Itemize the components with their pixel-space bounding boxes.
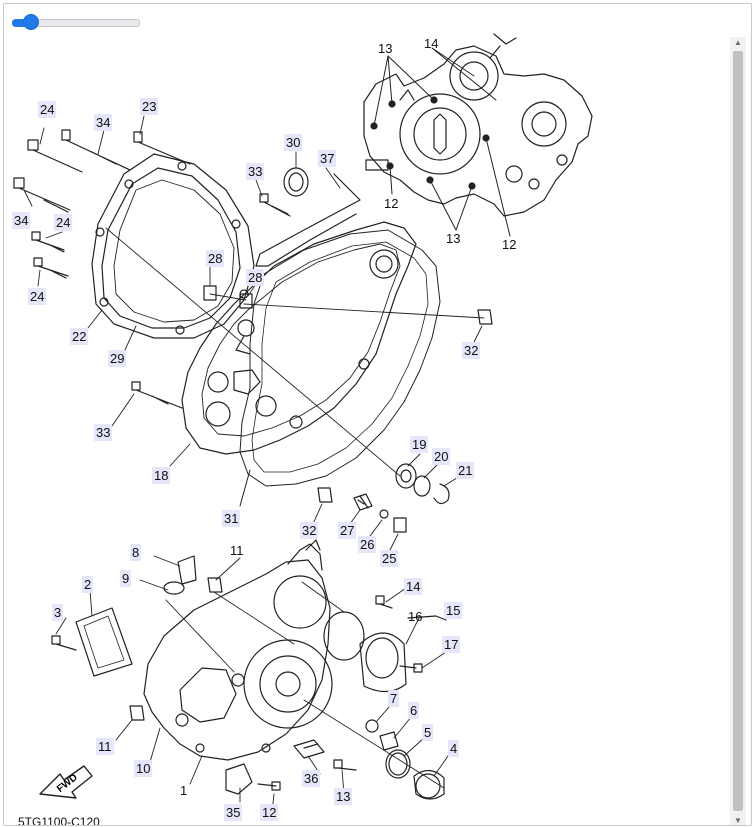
callout-15[interactable]: 15	[444, 602, 463, 619]
callout-13-lower[interactable]: 13	[334, 788, 353, 805]
callout-5[interactable]: 5	[422, 724, 434, 741]
through-bolt	[105, 227, 485, 477]
parts-diagram: 24 23 34 30 37 33 34 24 24 28 28 22 29 1…	[4, 4, 728, 825]
callout-10[interactable]: 10	[134, 760, 153, 777]
oil-plug-parts	[129, 555, 295, 721]
pump-cover-parts	[301, 581, 447, 693]
callout-33-upper[interactable]: 33	[246, 163, 265, 180]
callout-32-right[interactable]: 32	[462, 342, 481, 359]
callout-30[interactable]: 30	[284, 134, 303, 151]
callout-6[interactable]: 6	[408, 702, 420, 719]
diagram-viewer: 24 23 34 30 37 33 34 24 24 28 28 22 29 1…	[3, 3, 752, 826]
clutch-cover-outer	[91, 153, 255, 339]
vertical-scrollbar[interactable]: ▲ ▼	[730, 37, 746, 825]
callout-20[interactable]: 20	[432, 448, 451, 465]
callout-24-middle[interactable]: 24	[54, 214, 73, 231]
callout-19[interactable]: 19	[410, 436, 429, 453]
callout-26[interactable]: 26	[358, 536, 377, 553]
shaft-seal-parts	[317, 309, 493, 533]
callout-34-upper[interactable]: 34	[94, 114, 113, 131]
callout-27[interactable]: 27	[338, 522, 357, 539]
callout-14-top[interactable]: 14	[424, 36, 439, 51]
callout-8[interactable]: 8	[130, 544, 142, 561]
zoom-slider-thumb[interactable]	[23, 14, 40, 30]
catalog-code: 5TG1100-C120	[18, 815, 100, 826]
callout-24-upper[interactable]: 24	[38, 101, 57, 118]
callout-12-right[interactable]: 12	[502, 237, 517, 252]
drain-plug-parts	[303, 699, 445, 800]
zoom-slider[interactable]	[8, 12, 140, 32]
crankcase-cover-outer	[143, 539, 333, 761]
callout-31[interactable]: 31	[222, 510, 241, 527]
callout-2[interactable]: 2	[82, 576, 94, 593]
callout-23[interactable]: 23	[140, 98, 159, 115]
forward-arrow-icon	[39, 765, 93, 799]
callout-17[interactable]: 17	[442, 636, 461, 653]
callout-13-top[interactable]: 13	[378, 41, 393, 56]
callout-32-lower[interactable]: 32	[300, 522, 319, 539]
leader-lines	[23, 115, 483, 813]
exploded-view-drawing	[13, 33, 593, 813]
callout-3[interactable]: 3	[52, 604, 64, 621]
crankcase-gasket	[239, 229, 441, 507]
callout-11-lower[interactable]: 11	[96, 738, 114, 755]
small-gasket	[51, 607, 133, 677]
callout-7[interactable]: 7	[388, 690, 400, 707]
callout-35[interactable]: 35	[224, 804, 243, 821]
callout-9[interactable]: 9	[120, 570, 132, 587]
callout-16[interactable]: 16	[408, 609, 423, 624]
callout-1[interactable]: 1	[180, 783, 188, 798]
scroll-down-arrow-icon[interactable]: ▼	[734, 816, 742, 825]
callout-28-upper[interactable]: 28	[206, 250, 225, 267]
callout-12-reference[interactable]: 12	[384, 196, 399, 211]
callout-18[interactable]: 18	[152, 467, 171, 484]
callout-24-lower[interactable]: 24	[28, 288, 47, 305]
zoom-slider-fill	[12, 19, 32, 27]
callout-36[interactable]: 36	[302, 770, 321, 787]
cover-bolts	[13, 129, 191, 279]
callout-34-left[interactable]: 34	[12, 212, 31, 229]
crankcase-reference	[363, 33, 593, 237]
callout-29[interactable]: 29	[108, 350, 127, 367]
callout-22[interactable]: 22	[70, 328, 89, 345]
callout-33-lower[interactable]: 33	[94, 424, 113, 441]
callout-12-lower[interactable]: 12	[260, 804, 279, 821]
crankcase-cover-inner	[181, 221, 417, 455]
callout-25[interactable]: 25	[380, 550, 399, 567]
callout-14-lower[interactable]: 14	[404, 578, 423, 595]
scroll-up-arrow-icon[interactable]: ▲	[734, 38, 742, 47]
callout-13-reference[interactable]: 13	[446, 231, 461, 246]
callout-11-upper[interactable]: 11	[230, 543, 244, 558]
seal-and-clamp	[255, 167, 361, 267]
clip-bracket-parts	[225, 739, 357, 795]
callout-4[interactable]: 4	[448, 740, 460, 757]
callout-21[interactable]: 21	[456, 462, 475, 479]
callout-28-lower[interactable]: 28	[246, 269, 265, 286]
scrollbar-thumb[interactable]	[733, 51, 743, 811]
callout-37[interactable]: 37	[318, 150, 337, 167]
